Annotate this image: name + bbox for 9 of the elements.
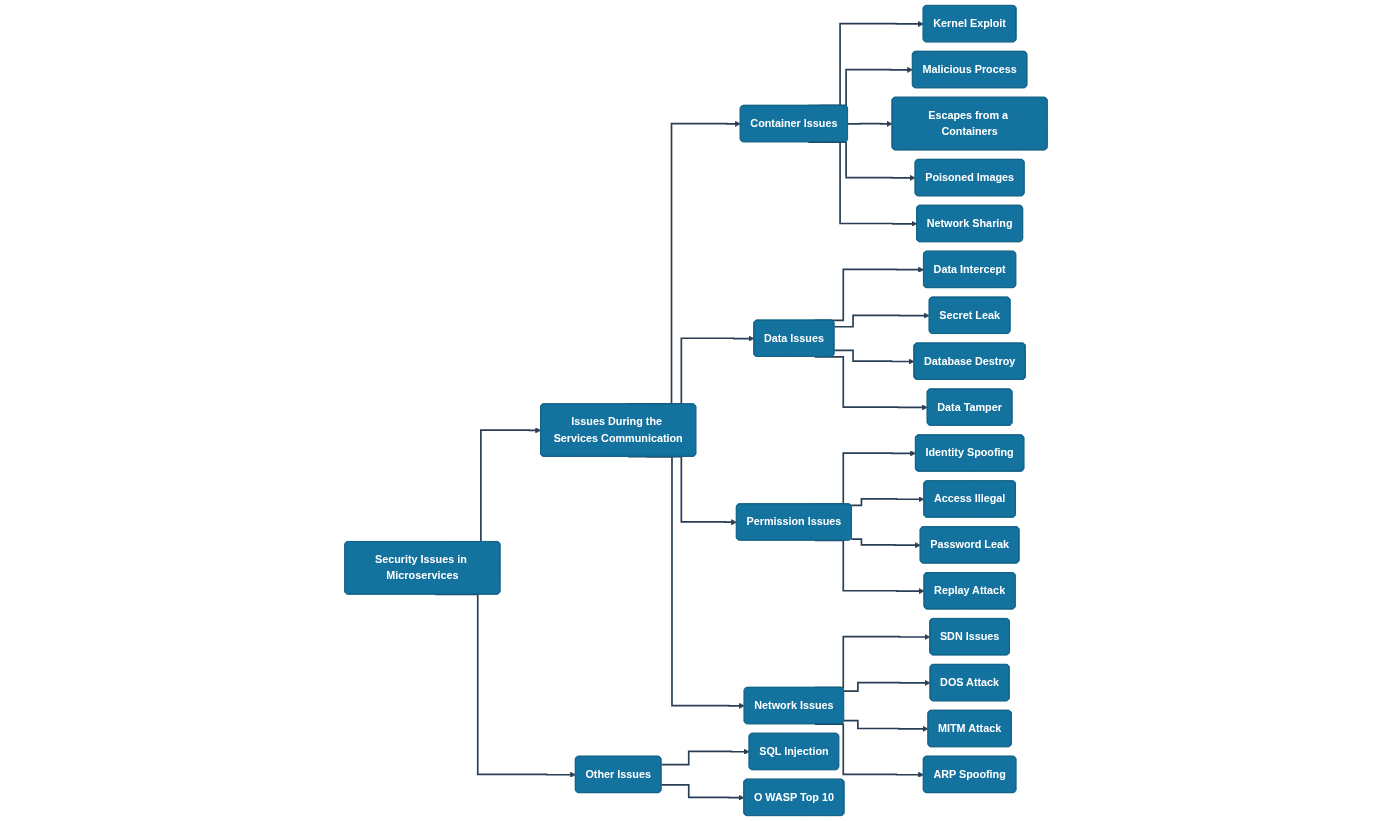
arrow [660,748,750,766]
arrow [850,538,921,549]
arrow [850,496,925,507]
arrow [847,120,893,127]
arrow [843,679,931,693]
arrow [660,783,745,801]
arrow [833,312,930,328]
arrow [843,719,929,732]
arrow [833,349,915,365]
